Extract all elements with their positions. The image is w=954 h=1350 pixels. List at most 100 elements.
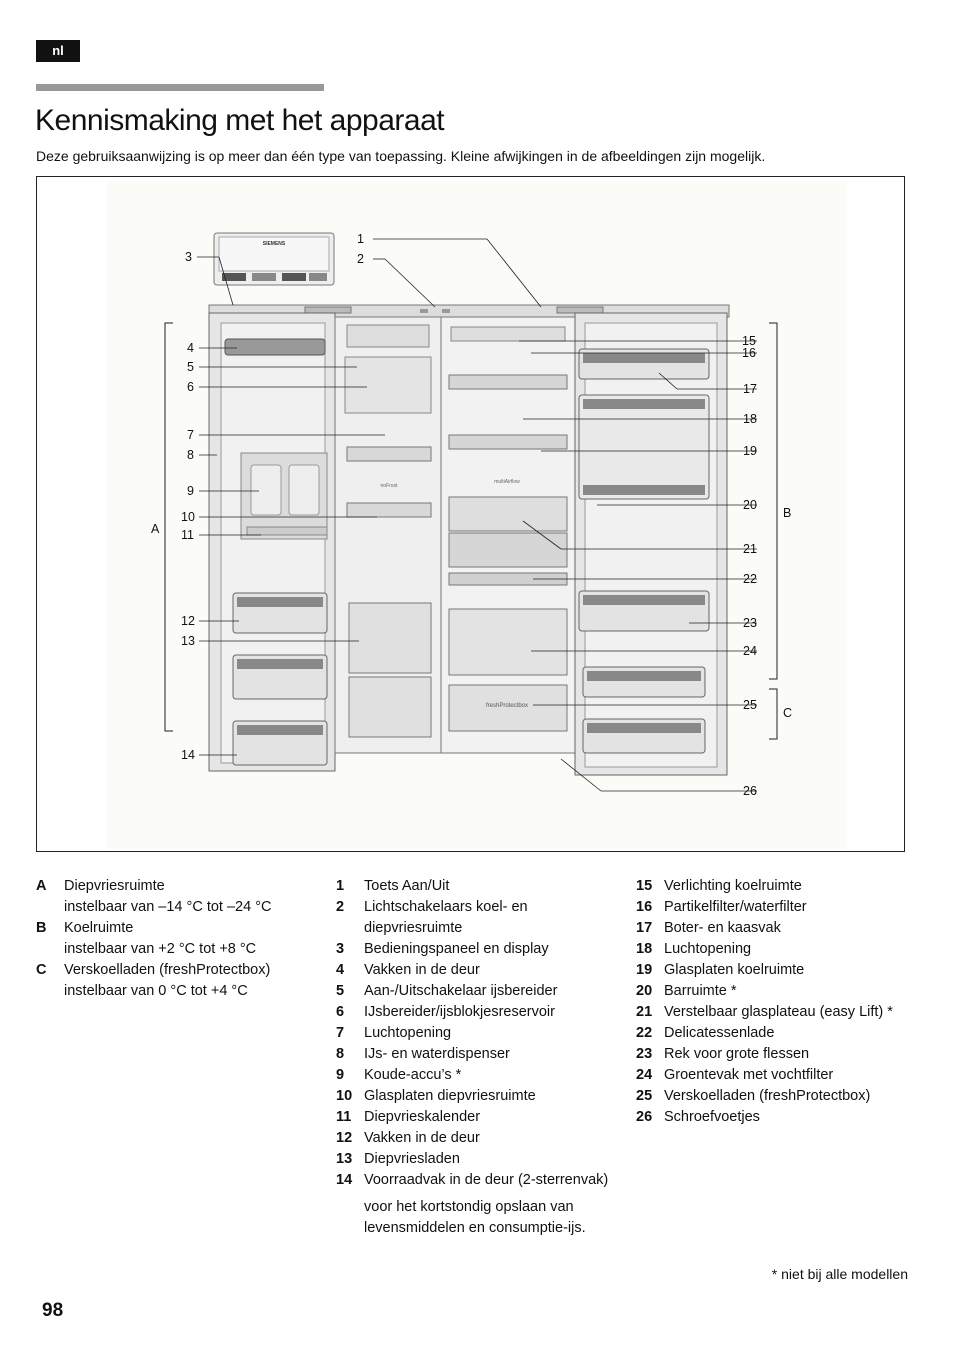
legend-key: 22 <box>636 1025 653 1041</box>
appliance-figure: SIEMENS noFrost <box>36 176 905 852</box>
header-rule <box>36 84 324 91</box>
legend-label: Vakken in de deur <box>364 1130 480 1146</box>
callout-10: 10 <box>181 510 195 524</box>
legend-row: 16 Partikelfilter/waterfilter <box>636 897 926 918</box>
callout-4: 4 <box>187 341 194 355</box>
callout-5: 5 <box>187 360 194 374</box>
intro-text: Deze gebruiksaanwijzing is op meer dan é… <box>36 148 766 164</box>
callout-24: 24 <box>743 644 757 658</box>
callout-17: 17 <box>743 382 757 396</box>
legend-label: Koelruimte <box>64 920 134 936</box>
callout-23: 23 <box>743 616 757 630</box>
freshprotect-label: freshProtectbox <box>486 703 528 709</box>
legend-row: 13 Diepvriesladen <box>336 1149 618 1170</box>
legend-items-1-14: 1 Toets Aan/Uit 2 Lichtschakelaars koel- en… <box>336 876 618 1239</box>
callout-20: 20 <box>743 498 757 512</box>
legend-label: Verlichting koelruimte <box>664 878 802 894</box>
callout-2: 2 <box>357 252 364 266</box>
group-label-b: B <box>783 506 791 520</box>
legend-sub: instelbaar van +2 °C tot +8 °C <box>64 941 257 957</box>
multiairflow-label: multiAirflow <box>494 479 520 485</box>
legend-key: 24 <box>636 1067 653 1083</box>
group-label-c: C <box>783 706 792 720</box>
page-title: Kennismaking met het apparaat <box>35 104 445 137</box>
legend-label: Aan-/Uitschakelaar ijsbereider <box>364 983 558 999</box>
legend-label: Verskoelladen (freshProtectbox) <box>64 962 271 978</box>
legend-label: Partikelfilter/waterfilter <box>664 899 807 915</box>
legend-key: 1 <box>336 878 345 894</box>
callout-11: 11 <box>181 528 194 542</box>
legend-row: 22 Delicatessenlade <box>636 1023 926 1044</box>
legend-label: Barruimte * <box>664 983 737 999</box>
footnote: * niet bij alle modellen <box>771 1266 908 1282</box>
legend-key: 20 <box>636 983 653 999</box>
callout-26: 26 <box>743 784 757 798</box>
legend-label: Diepvrieskalender <box>364 1109 481 1125</box>
callout-21: 21 <box>743 542 757 556</box>
callout-3: 3 <box>185 250 192 264</box>
legend-key: 25 <box>636 1088 653 1104</box>
callout-12: 12 <box>181 614 195 628</box>
legend-label: Lichtschakelaars koel- en diepvriesruimt… <box>364 899 528 936</box>
legend-key: 13 <box>336 1151 353 1167</box>
legend-label: Koude-accu’s * <box>364 1067 462 1083</box>
legend-row: 15 Verlichting koelruimte <box>636 876 926 897</box>
legend-key: 4 <box>336 962 345 978</box>
callout-13: 13 <box>181 634 195 648</box>
legend-key: A <box>36 878 47 894</box>
legend-sub: voor het kortstondig opslaan van levensm… <box>364 1199 586 1236</box>
legend-key: 11 <box>336 1109 352 1125</box>
legend-sub: instelbaar van 0 °C tot +4 °C <box>64 983 248 999</box>
brand-logo: SIEMENS <box>263 241 286 247</box>
legend-label: Diepvriesladen <box>364 1151 460 1167</box>
legend-label: Glasplaten koelruimte <box>664 962 805 978</box>
legend-key: 19 <box>636 962 653 978</box>
legend-key: 17 <box>636 920 653 936</box>
callout-9: 9 <box>187 484 194 498</box>
callout-15: 15 <box>742 334 756 348</box>
legend-label: Toets Aan/Uit <box>364 878 450 894</box>
legend-key: 8 <box>336 1046 345 1062</box>
legend-row: B Koelruimte instelbaar van +2 °C tot +8 °… <box>36 918 316 960</box>
nofrost-label: noFrost <box>381 483 399 489</box>
page-number: 98 <box>42 1300 64 1321</box>
callout-19: 19 <box>743 444 757 458</box>
legend-key: 23 <box>636 1046 653 1062</box>
legend-key: 2 <box>336 899 345 915</box>
legend-label: Schroefvoetjes <box>664 1109 760 1125</box>
legend-label: Voorraadvak in de deur (2-sterrenvak) <box>364 1172 609 1188</box>
legend-label: IJsbereider/ijsblokjesreservoir <box>364 1004 555 1020</box>
legend-key: 14 <box>336 1172 353 1188</box>
legend-label: Luchtopening <box>364 1025 452 1041</box>
legend-label: Delicatessenlade <box>664 1025 775 1041</box>
legend-key: 18 <box>636 941 653 957</box>
legend-label: Bedieningspaneel en display <box>364 941 549 957</box>
callout-1: 1 <box>357 232 364 246</box>
legend-key: 16 <box>636 899 653 915</box>
legend-label: Luchtopening <box>664 941 752 957</box>
legend-key: 10 <box>336 1088 353 1104</box>
legend-label: Glasplaten diepvriesruimte <box>364 1088 536 1104</box>
legend-row: 18 Luchtopening <box>636 939 926 960</box>
legend-items-15-26: 15 Verlichting koelruimte 16 Partikelfilter… <box>636 876 926 1128</box>
legend-row: 9 Koude-accu’s * <box>336 1065 618 1086</box>
legend-row: 20 Barruimte * <box>636 981 926 1002</box>
legend-key: 15 <box>636 878 653 894</box>
legend-key: 9 <box>336 1067 345 1083</box>
callout-22: 22 <box>743 572 757 586</box>
legend-label: IJs- en waterdispenser <box>364 1046 510 1062</box>
legend-key: C <box>36 962 47 978</box>
fridge-illustration: SIEMENS noFrost <box>107 181 847 849</box>
legend-label: Groentevak met vochtfilter <box>664 1067 834 1083</box>
legend-row: 14 Voorraadvak in de deur (2-sterrenvak) v… <box>336 1170 618 1239</box>
legend-key: B <box>36 920 47 936</box>
